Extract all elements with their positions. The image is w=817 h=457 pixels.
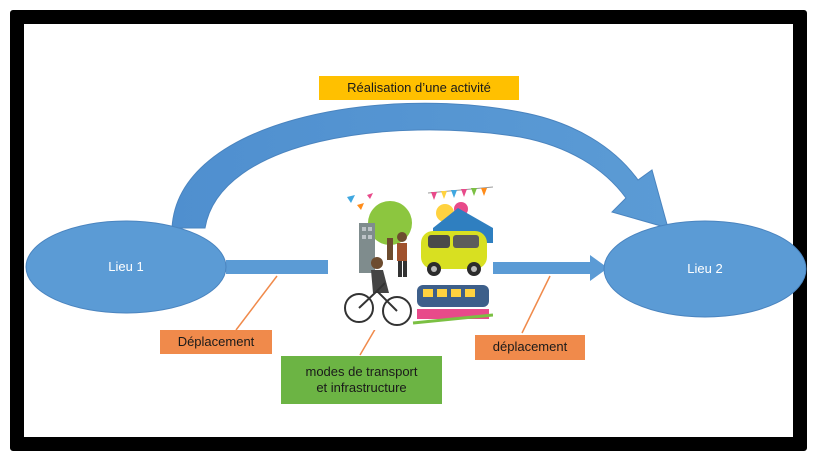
place-1-node [25, 220, 227, 314]
travel-right-leader [521, 275, 551, 334]
travel-right-arrow [493, 255, 608, 281]
travel-left-leader [235, 275, 278, 331]
transport-label-line-2: et infrastructure [316, 380, 407, 395]
activity-arc-arrow [171, 102, 669, 229]
place-2-node [603, 220, 807, 318]
transport-label: modes de transport et infrastructure [281, 356, 442, 404]
transport-label-line-1: modes de transport [305, 363, 418, 379]
place-1-label: Lieu 1 [108, 259, 144, 274]
activity-label: Réalisation d’une activité [319, 76, 519, 100]
urban-mobility-illustration-icon [333, 183, 493, 330]
travel-right-label: déplacement [475, 335, 585, 360]
place-2-label: Lieu 2 [687, 261, 723, 276]
travel-left-label: Déplacement [160, 330, 272, 354]
travel-left-arrow [226, 260, 328, 274]
